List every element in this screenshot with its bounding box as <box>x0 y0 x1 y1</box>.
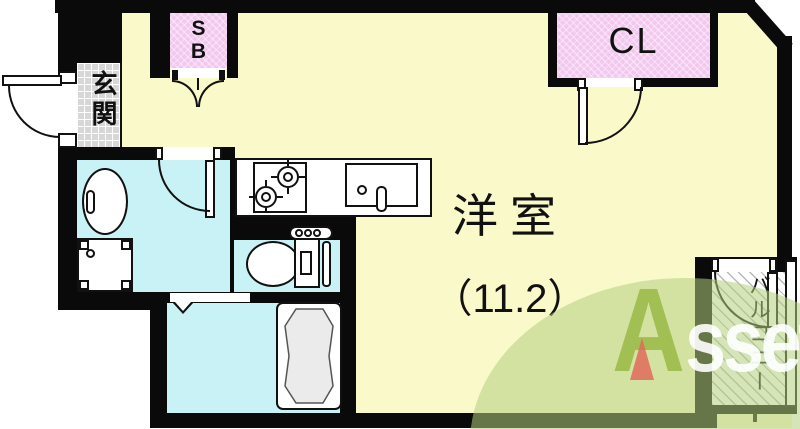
wall <box>340 215 356 413</box>
wall <box>150 292 167 428</box>
closet-label: CL <box>608 20 659 61</box>
shoe-box-opening <box>171 68 226 78</box>
entrance-label: 玄関 <box>88 70 118 130</box>
door-post <box>219 70 225 80</box>
main-room-size: （11.2） <box>432 277 588 321</box>
burner-tick <box>271 176 277 178</box>
wall <box>753 413 757 422</box>
pan-corner <box>79 280 89 290</box>
burner-tick <box>287 160 289 166</box>
washbasin-faucet-icon <box>86 190 95 214</box>
burner-tick <box>299 176 305 178</box>
door-post <box>711 258 719 272</box>
pan-drain-icon <box>86 249 95 258</box>
folding-door-icon-inner <box>175 302 191 311</box>
door-post <box>172 70 178 80</box>
wall <box>548 13 557 87</box>
burner-tick <box>287 188 289 194</box>
entrance-floor <box>77 63 122 147</box>
closet-area <box>557 13 710 78</box>
outside-area <box>792 0 800 260</box>
wall <box>58 292 167 310</box>
wall <box>55 0 755 13</box>
wall <box>227 13 238 78</box>
wall <box>150 413 717 428</box>
toilet-icon <box>246 241 300 287</box>
door-post <box>155 147 163 160</box>
balcony-railing <box>785 260 797 407</box>
balcony-doorway <box>717 259 770 272</box>
toilet-button <box>304 229 312 237</box>
stove-burner-icon <box>283 172 293 182</box>
stove-burner-icon <box>261 192 271 202</box>
wall <box>777 36 792 262</box>
watermark-accent <box>630 338 654 380</box>
bathtub-icon <box>276 302 342 410</box>
sink-drain-icon <box>357 185 367 195</box>
faucet-icon <box>376 186 387 212</box>
wall <box>643 78 718 87</box>
toilet-side <box>322 241 331 287</box>
burner-tick <box>265 180 267 186</box>
toilet-detail <box>300 251 312 275</box>
toilet-tank <box>294 238 320 288</box>
burner-tick <box>277 196 283 198</box>
door-post <box>213 147 222 160</box>
burner-tick <box>249 196 255 198</box>
toilet-button <box>295 229 303 237</box>
wall <box>58 148 77 310</box>
main-room-label: 洋室 <box>452 190 568 242</box>
door-center-line <box>197 78 199 90</box>
wall <box>58 0 77 72</box>
pan-corner <box>79 240 89 250</box>
wall <box>695 257 712 420</box>
pan-corner <box>121 280 131 290</box>
outside-area <box>0 310 150 429</box>
closet-doorway <box>577 78 643 87</box>
balcony-label: バルコニー <box>746 274 771 394</box>
wall <box>548 78 577 87</box>
wall <box>150 13 170 78</box>
entrance-door-leaf <box>2 75 62 86</box>
shoe-box-area <box>170 13 227 68</box>
door-post <box>58 133 77 148</box>
burner-tick <box>265 208 267 213</box>
wall <box>229 240 234 292</box>
toilet-button <box>313 229 321 237</box>
wall <box>167 292 340 303</box>
bathroom-doorway <box>170 293 250 302</box>
pan-corner <box>121 240 131 250</box>
washroom-doorway <box>163 147 213 160</box>
wall <box>710 13 718 87</box>
door-post <box>769 258 777 272</box>
shoe-box-label: S B <box>190 17 207 63</box>
entrance-doorway <box>58 84 77 133</box>
